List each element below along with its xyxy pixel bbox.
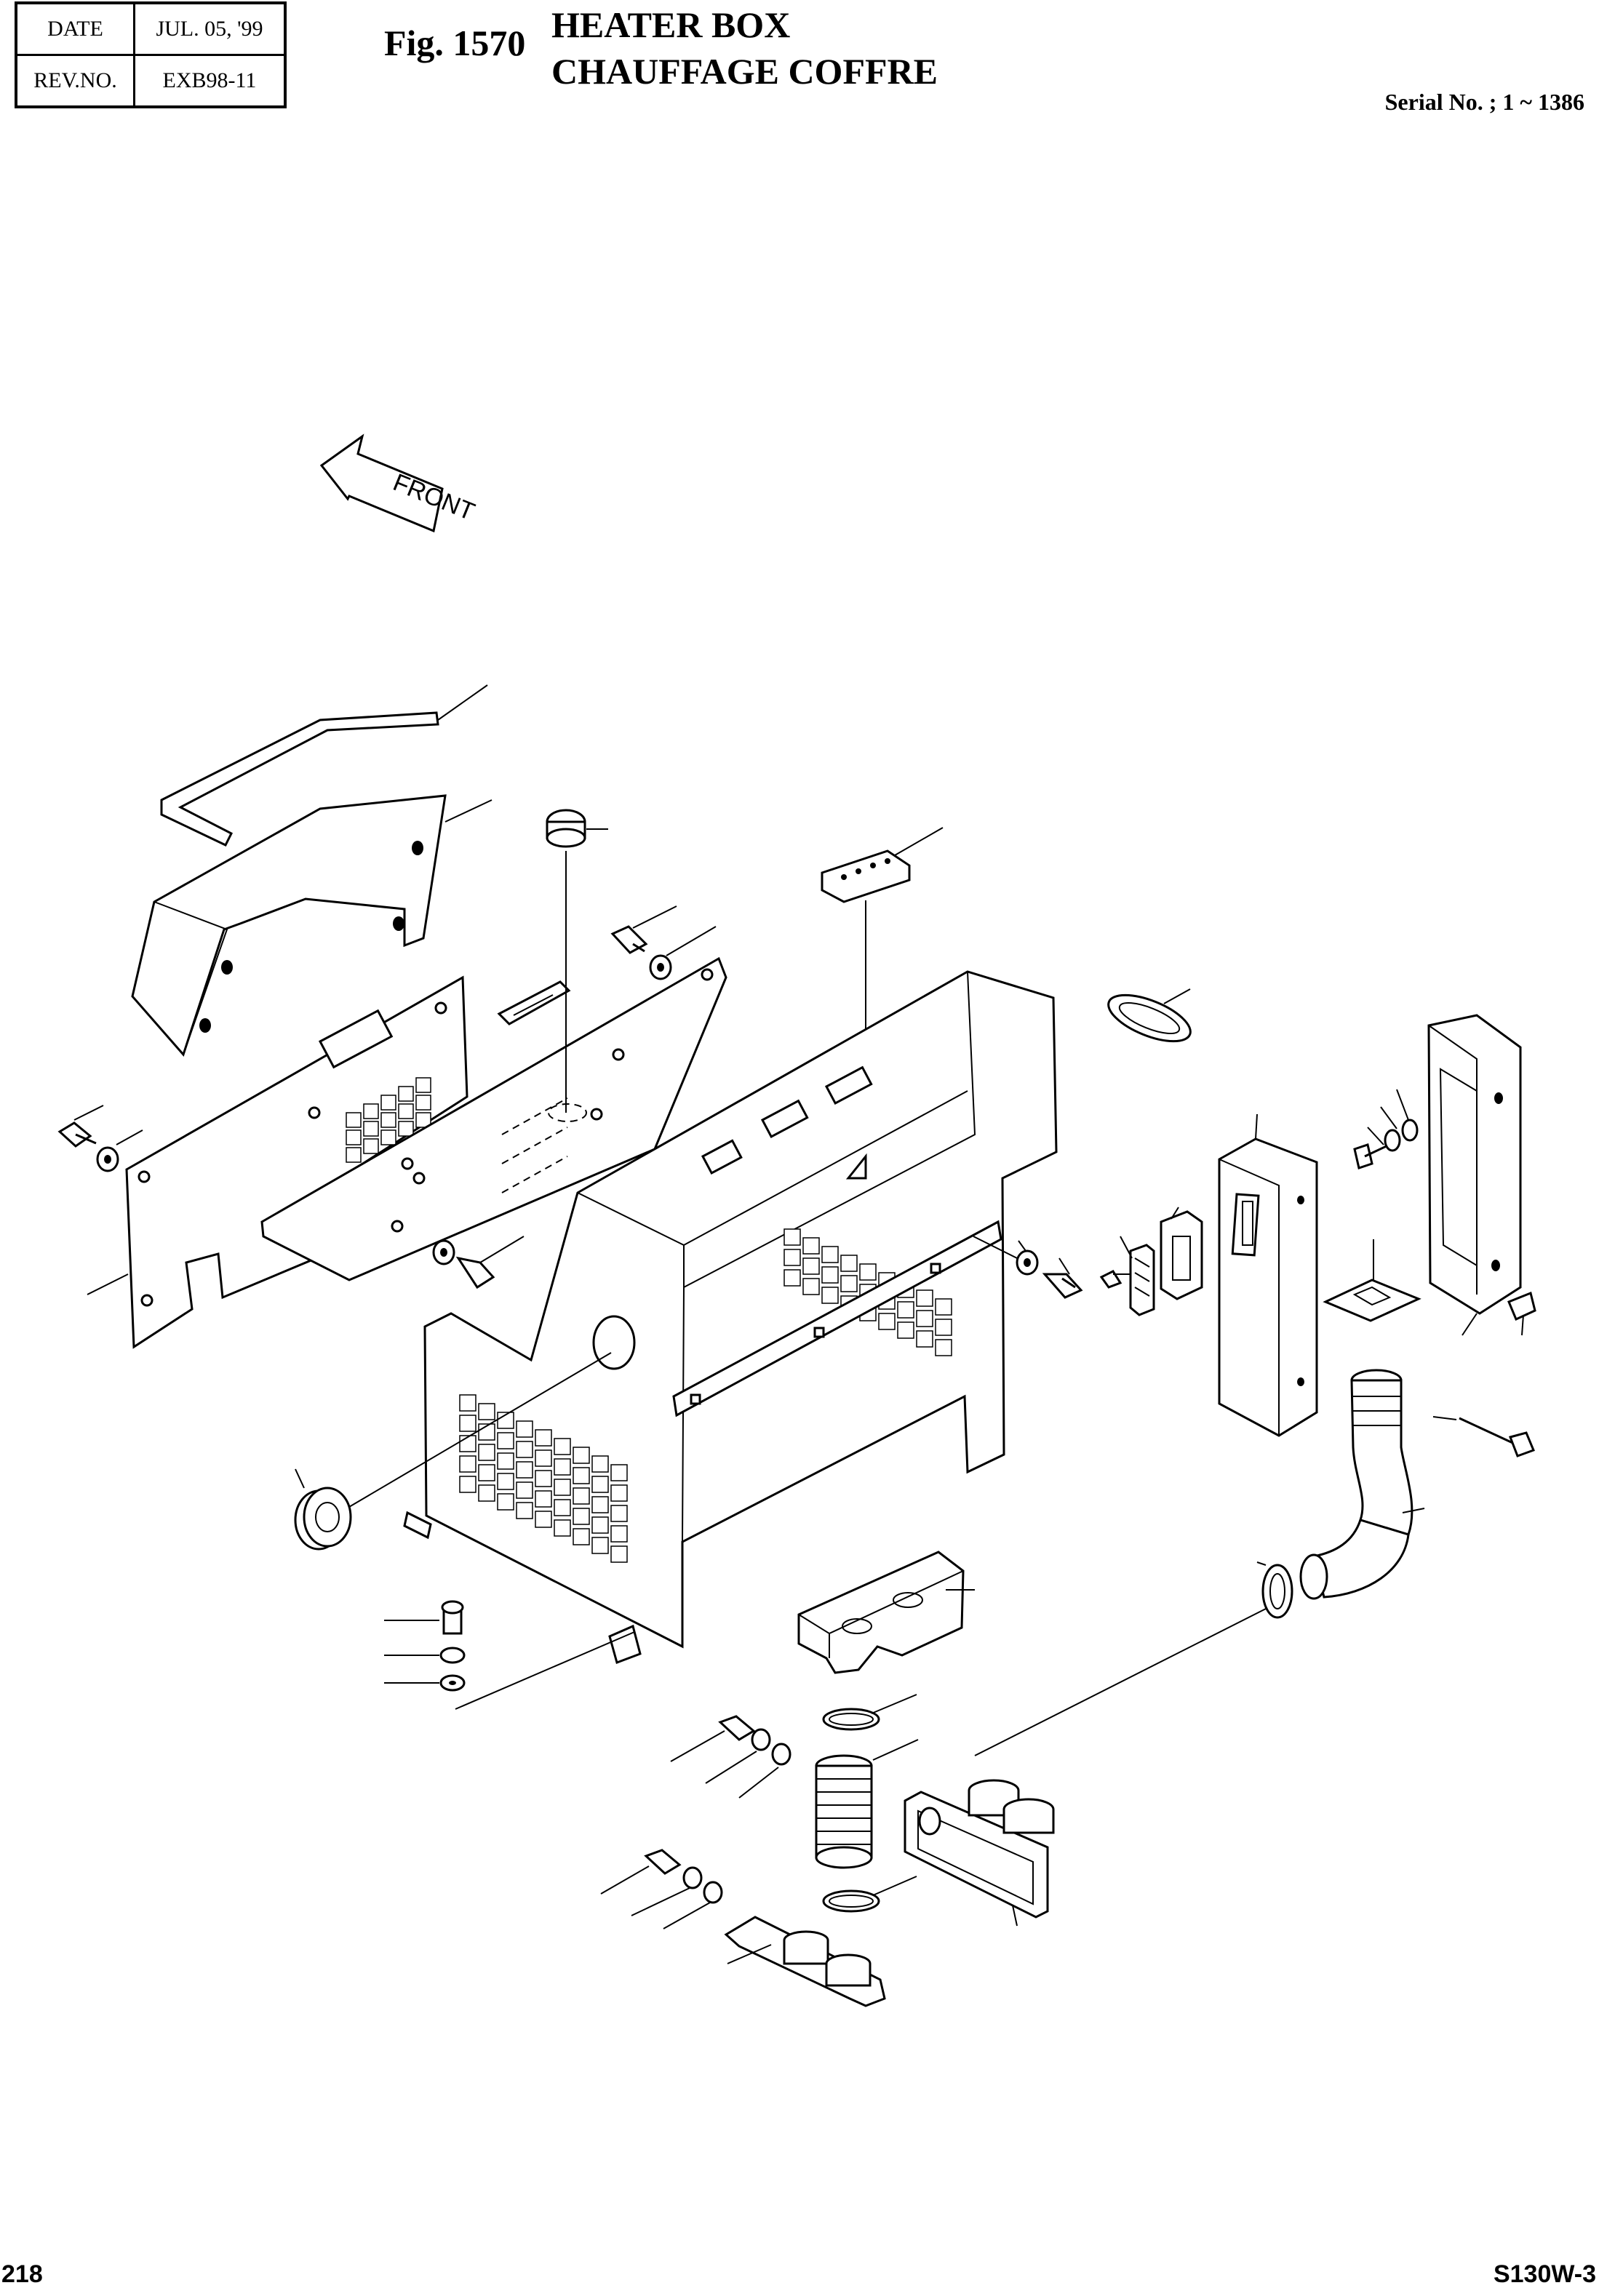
revision-table: DATE JUL. 05, '99 REV.NO. EXB98-11 [15, 1, 287, 108]
lower-center-bolt-set [671, 1716, 790, 1798]
filter-housing-part [1219, 1114, 1317, 1436]
long-screw-part [1433, 1417, 1534, 1456]
upper-hose-clamp [824, 1695, 917, 1729]
bottom-left-bolt-set [384, 1601, 634, 1709]
bottom-bolt-set [601, 1850, 722, 1929]
page-number: 218 [1, 2260, 43, 2288]
title-french: CHAUFFAGE COFFRE [551, 51, 938, 92]
right-duct-part [1429, 1015, 1520, 1335]
cover-duct-part [132, 796, 492, 1055]
center-right-bolt-set [973, 1236, 1081, 1297]
right-screw-set [1355, 1089, 1535, 1335]
seal-strip-part [162, 685, 487, 845]
main-box-vent-grid [460, 1395, 627, 1562]
front-direction-arrow: FRONT [322, 436, 479, 531]
left-panel-vent-grid [346, 1078, 431, 1162]
main-box-body-part [404, 972, 1056, 1663]
bottom-flange-part [726, 1917, 885, 2006]
rev-value: EXB98-11 [133, 54, 287, 108]
serial-range: Serial No. ; 1 ~ 1386 [1384, 89, 1584, 115]
date-value: JUL. 05, '99 [133, 1, 287, 56]
small-slotted-plate-part [499, 982, 569, 1024]
mid-bolt-set [434, 1236, 524, 1287]
hose-clamp-right [975, 1562, 1292, 1756]
bellows-hose-part [816, 1740, 918, 1868]
oval-grommet-part [1102, 985, 1196, 1050]
model-code: S130W-3 [1493, 2260, 1596, 2288]
lower-hose-clamp [824, 1876, 917, 1911]
top-grommet-part [547, 810, 608, 1113]
left-side-panel-part [87, 977, 467, 1347]
figure-number: Fig. 1570 [384, 23, 526, 63]
junction-box-part [799, 1552, 975, 1673]
figure-title: HEATER BOX CHAUFFAGE COFFRE [551, 1, 938, 95]
rev-label: REV.NO. [15, 54, 135, 108]
louver-grille-part [1101, 1236, 1154, 1315]
upper-bolt-set [613, 906, 716, 979]
left-bolt-set [60, 1105, 143, 1171]
right-outlet-assembly-part [905, 1780, 1053, 1926]
elbow-hose-part [1301, 1370, 1424, 1599]
inner-panel-vent-grid [784, 1229, 952, 1356]
square-gasket-part [1325, 1239, 1419, 1321]
date-label: DATE [15, 1, 135, 56]
large-grommet-part [295, 1353, 611, 1549]
title-english: HEATER BOX [551, 4, 791, 45]
small-vent-part [1161, 1207, 1202, 1299]
